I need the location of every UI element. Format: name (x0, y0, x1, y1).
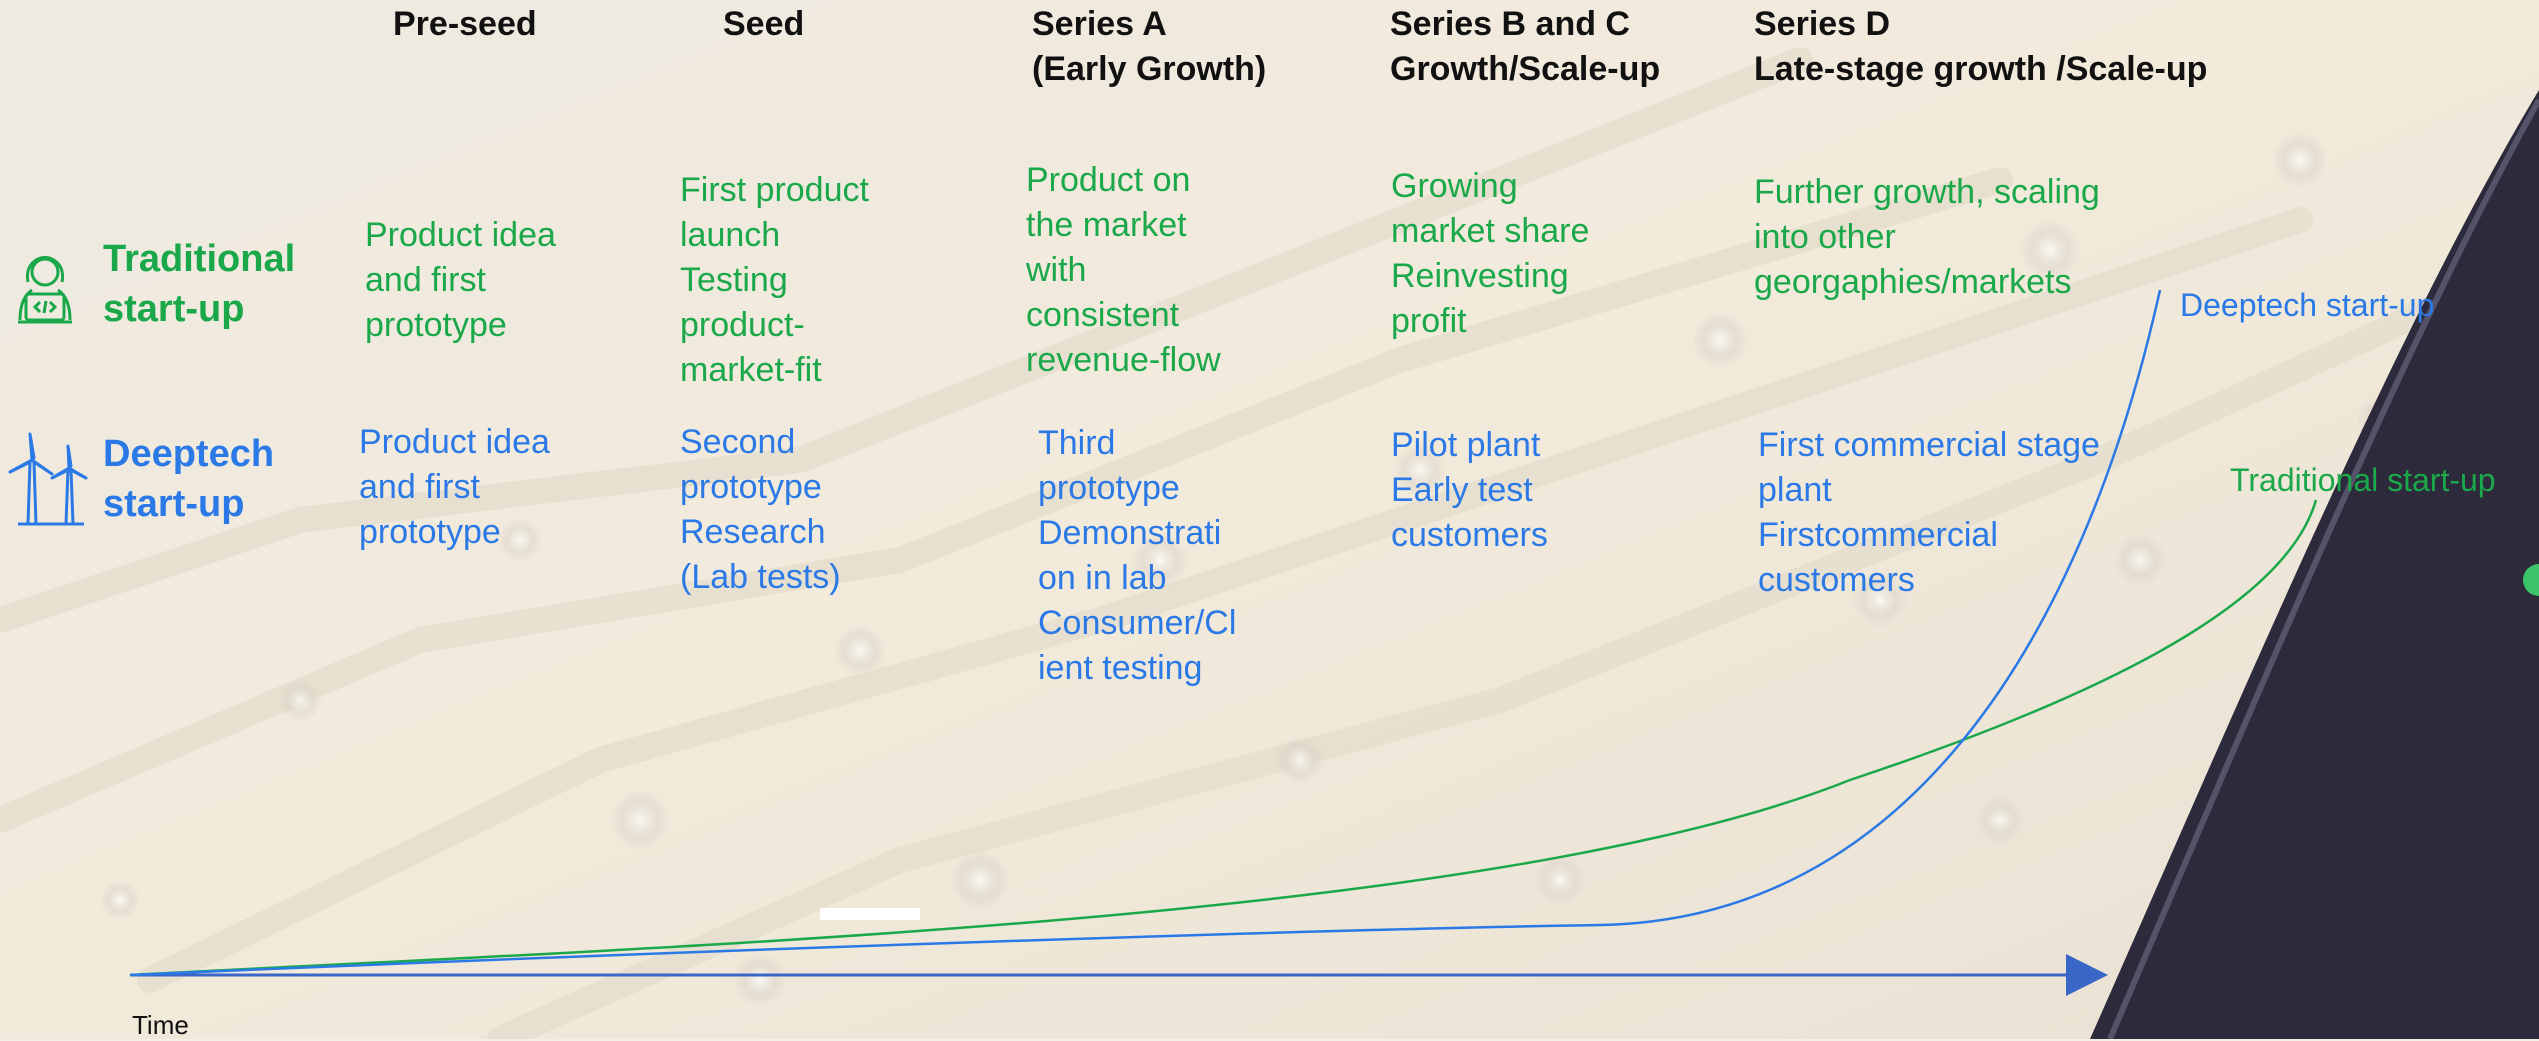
time-axis-label: Time (132, 1010, 189, 1040)
traditional-row-label: Traditional start-up (103, 238, 296, 330)
deeptech-row-label: Deeptech start-up (103, 433, 275, 525)
traditional-curve-label: Traditional start-up (2230, 462, 2496, 498)
stage-title-pre-seed: Pre-seed (393, 5, 537, 43)
developer-icon (18, 256, 72, 324)
deeptech-curve-label: Deeptech start-up (2180, 287, 2435, 323)
wind-turbine-icon (8, 432, 88, 526)
deeptech-growth-curve (129, 289, 2162, 977)
traditional-cell-series-d: Further growth, scaling into other georg… (1754, 173, 2100, 301)
deeptech-cell-pre-seed: Product idea and first prototype (359, 423, 550, 551)
white-marker (820, 908, 920, 920)
stage-title-seed: Seed (723, 5, 805, 43)
traditional-growth-curve (129, 499, 2318, 977)
deeptech-cell-series-b-c: Pilot plant Early test customers (1391, 426, 1548, 554)
stage-title-series-d: Series D Late-stage growth /Scale-up (1754, 5, 2208, 88)
deeptech-cell-seed: Second prototype Research (Lab tests) (680, 423, 841, 596)
stage-title-series-a: Series A (Early Growth) (1032, 5, 1267, 88)
deeptech-cell-series-a: Third prototype Demonstrati on in lab Co… (1038, 424, 1237, 687)
stage-title-series-b-c: Series B and C Growth/Scale-up (1390, 5, 1661, 88)
deeptech-cell-series-d: First commercial stage plant Firstcommer… (1758, 426, 2100, 599)
traditional-cell-series-b-c: Growing market share Reinvesting profit (1391, 167, 1590, 340)
traditional-cell-pre-seed: Product idea and first prototype (365, 216, 556, 344)
traditional-cell-series-a: Product on the market with consistent re… (1026, 161, 1221, 379)
traditional-cell-seed: First product launch Testing product- ma… (680, 171, 869, 389)
